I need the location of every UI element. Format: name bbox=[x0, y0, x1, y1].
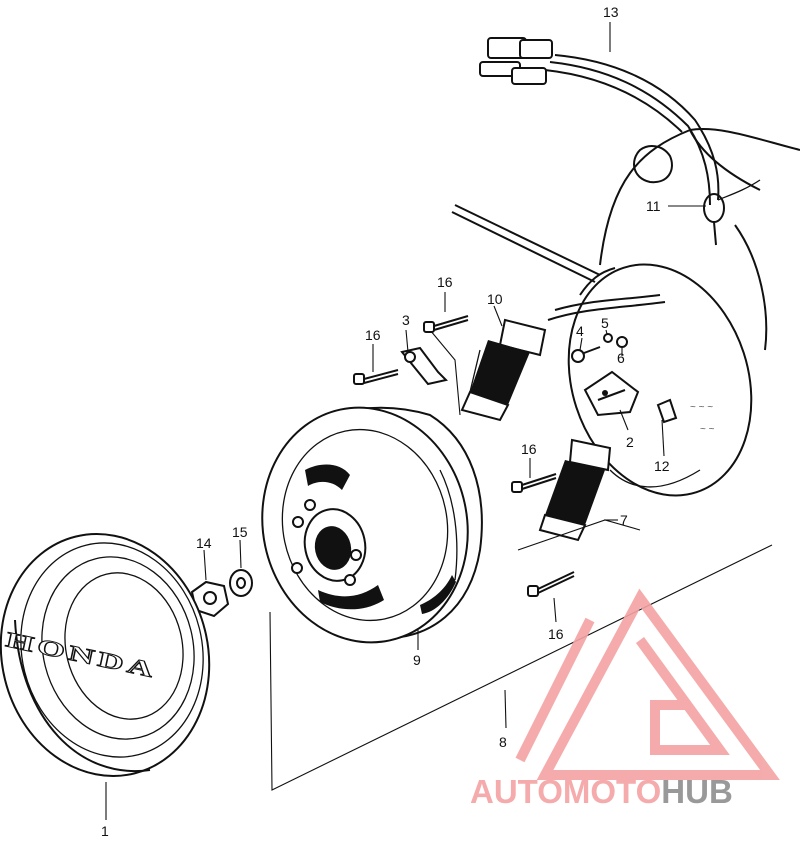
bolt-16d bbox=[527, 571, 575, 597]
svg-text:~ ~: ~ ~ bbox=[700, 424, 715, 435]
callout-6: 6 bbox=[617, 350, 625, 366]
watermark-triangle-left bbox=[515, 617, 595, 763]
callout-15: 15 bbox=[232, 524, 248, 540]
callout-14: 14 bbox=[196, 535, 212, 551]
svg-text:~ ~ ~: ~ ~ ~ bbox=[690, 402, 713, 413]
wire-harness bbox=[479, 37, 761, 321]
callout-16-a: 16 bbox=[437, 274, 453, 290]
generator-cover: HONDA bbox=[0, 533, 211, 777]
stator-base-plate bbox=[269, 544, 773, 791]
crankshaft bbox=[451, 204, 601, 283]
bolt-16b bbox=[423, 315, 469, 333]
flywheel-rotor bbox=[261, 406, 483, 644]
ignition-coil-upper bbox=[460, 318, 547, 422]
callout-1: 1 bbox=[101, 823, 109, 839]
callout-13: 13 bbox=[603, 4, 619, 20]
bracket-3 bbox=[400, 329, 461, 416]
callout-8: 8 bbox=[499, 734, 507, 750]
svg-text:AUTOMOTOHUB: AUTOMOTOHUB bbox=[470, 773, 733, 810]
callout-16-b: 16 bbox=[365, 327, 381, 343]
watermark-triangle-outer bbox=[536, 588, 780, 780]
bolt-16c bbox=[511, 473, 557, 493]
watermark-text-accent: AUTOMOTO bbox=[470, 773, 661, 810]
washer-6 bbox=[616, 336, 628, 348]
callout-3: 3 bbox=[402, 312, 410, 328]
callout-12: 12 bbox=[654, 458, 670, 474]
watermark-text-dark: HUB bbox=[661, 773, 733, 810]
condenser-12 bbox=[656, 398, 678, 424]
callout-2: 2 bbox=[626, 434, 634, 450]
watermark-triangle-inner bbox=[635, 637, 730, 755]
callout-16-c: 16 bbox=[521, 441, 537, 457]
leader-lines bbox=[105, 22, 706, 820]
callout-4: 4 bbox=[576, 323, 584, 339]
callout-10: 10 bbox=[487, 291, 503, 307]
callout-11: 11 bbox=[646, 198, 661, 214]
washer-15 bbox=[229, 569, 253, 597]
screw-4 bbox=[571, 346, 601, 363]
nut-14 bbox=[190, 580, 230, 618]
bolt-16a bbox=[353, 369, 399, 385]
callout-16-d: 16 bbox=[548, 626, 564, 642]
contact-breaker bbox=[583, 370, 640, 417]
callout-5: 5 bbox=[601, 315, 609, 331]
washer-5 bbox=[603, 333, 613, 343]
callout-9: 9 bbox=[413, 652, 421, 668]
callout-7: 7 bbox=[620, 512, 628, 528]
callout-labels: 13 11 10 16 3 16 4 5 6 2 12 16 7 16 14 1… bbox=[101, 4, 670, 839]
watermark-logo: AUTOMOTOHUB bbox=[470, 588, 780, 810]
ignition-coil-lower bbox=[517, 438, 641, 551]
